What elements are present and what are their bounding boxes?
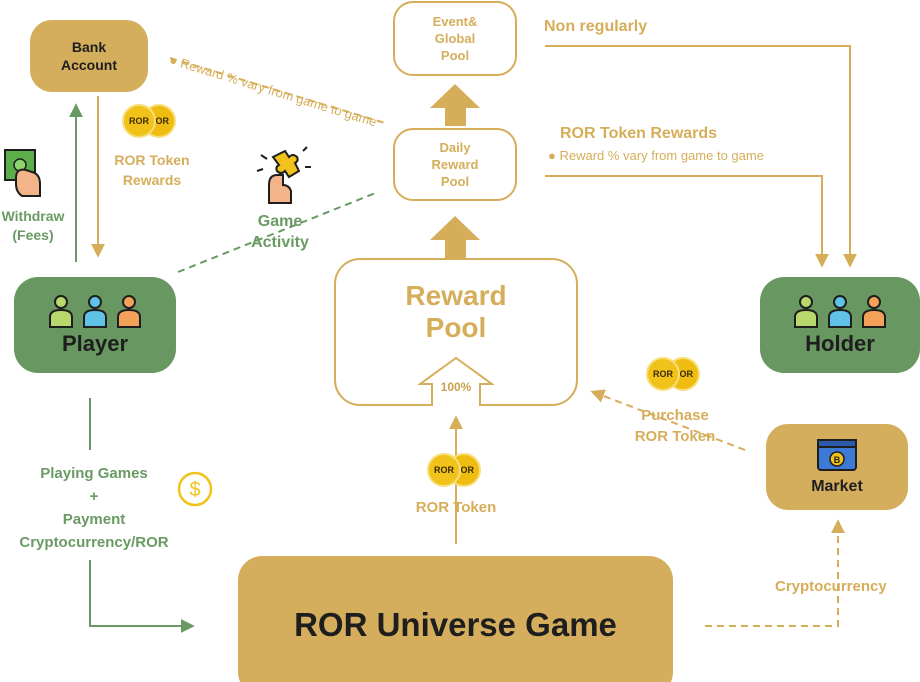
holder-box: Holder: [760, 277, 920, 373]
coin-front: ROR: [122, 104, 156, 138]
coin-text: ROR: [434, 465, 454, 475]
arrow-daily-to-holder: [545, 175, 829, 268]
reward-vary-note-2: ● Reward % vary from game to game: [548, 148, 764, 163]
market-box: B Market: [766, 424, 908, 510]
ror-coin-icon: ROR ROR: [425, 453, 485, 489]
reward-pool-label: Reward Pool: [405, 280, 507, 343]
svg-text:B: B: [834, 455, 841, 465]
purchase-ror-token-label: Purchase ROR Token: [634, 407, 716, 445]
ror-coin-icon: ROR ROR: [644, 357, 704, 393]
reward-pool-inner-arrow: [418, 356, 494, 406]
event-global-pool-label: Event& Global Pool: [432, 14, 478, 63]
arrow-player-to-game-b: [89, 560, 195, 633]
coin-text: ROR: [454, 465, 474, 475]
player-box: Player: [14, 277, 176, 373]
coin-text: ROR: [653, 369, 673, 379]
ror-universe-game-label: ROR Universe Game: [294, 606, 617, 643]
bullet-dot: ●: [548, 148, 560, 163]
game-activity-label: Game Activity: [251, 213, 309, 251]
dollar-icon: $: [177, 471, 213, 507]
ror-universe-game-box: ROR Universe Game: [238, 556, 673, 682]
dash-market-to-reward: [590, 389, 746, 451]
coin-text: ROR: [149, 116, 169, 126]
market-label: Market: [811, 478, 863, 495]
big-arrow-daily-to-event: [430, 84, 480, 126]
withdraw-label: Withdraw (Fees): [1, 208, 65, 243]
coin-text: ROR: [673, 369, 693, 379]
daily-reward-pool-label: Daily Reward Pool: [431, 140, 479, 189]
ror-coin-icon: ROR ROR: [120, 104, 180, 140]
arrow-event-to-holder: [545, 45, 857, 268]
coin-text: ROR: [129, 116, 149, 126]
big-arrow-reward-to-daily: [430, 216, 480, 258]
puzzle-hand-icon: [256, 146, 311, 204]
non-regularly-label: Non regularly: [544, 18, 648, 35]
people-group-icon: [46, 293, 144, 329]
bitcoin-browser-icon: B: [817, 439, 857, 471]
ror-token-label: ROR Token: [415, 499, 497, 516]
daily-reward-pool-box: Daily Reward Pool: [393, 128, 517, 201]
dash-bank-to-event: [169, 57, 386, 124]
coin-front: ROR: [646, 357, 680, 391]
withdraw-cash-icon: [4, 149, 41, 197]
coin-front: ROR: [427, 453, 461, 487]
reward-pool-percent: 100%: [440, 380, 472, 394]
ror-token-rewards-left-label: ROR Token Rewards: [114, 152, 190, 188]
playing-games-payment-label: Playing Games + Payment Cryptocurrency/R…: [19, 465, 169, 551]
ror-token-rewards-right-label: ROR Token Rewards: [560, 125, 718, 142]
bank-account-label: Bank Account: [61, 39, 117, 73]
player-label: Player: [61, 331, 129, 356]
dash-game-to-market: [705, 519, 845, 627]
people-group-icon: [791, 293, 889, 329]
bank-account-box: Bank Account: [30, 20, 148, 92]
svg-text:$: $: [189, 479, 200, 501]
event-global-pool-box: Event& Global Pool: [393, 1, 517, 76]
reward-vary-text-2: Reward % vary from game to game: [559, 148, 764, 163]
holder-label: Holder: [805, 331, 875, 356]
cryptocurrency-label: Cryptocurrency: [775, 578, 887, 595]
